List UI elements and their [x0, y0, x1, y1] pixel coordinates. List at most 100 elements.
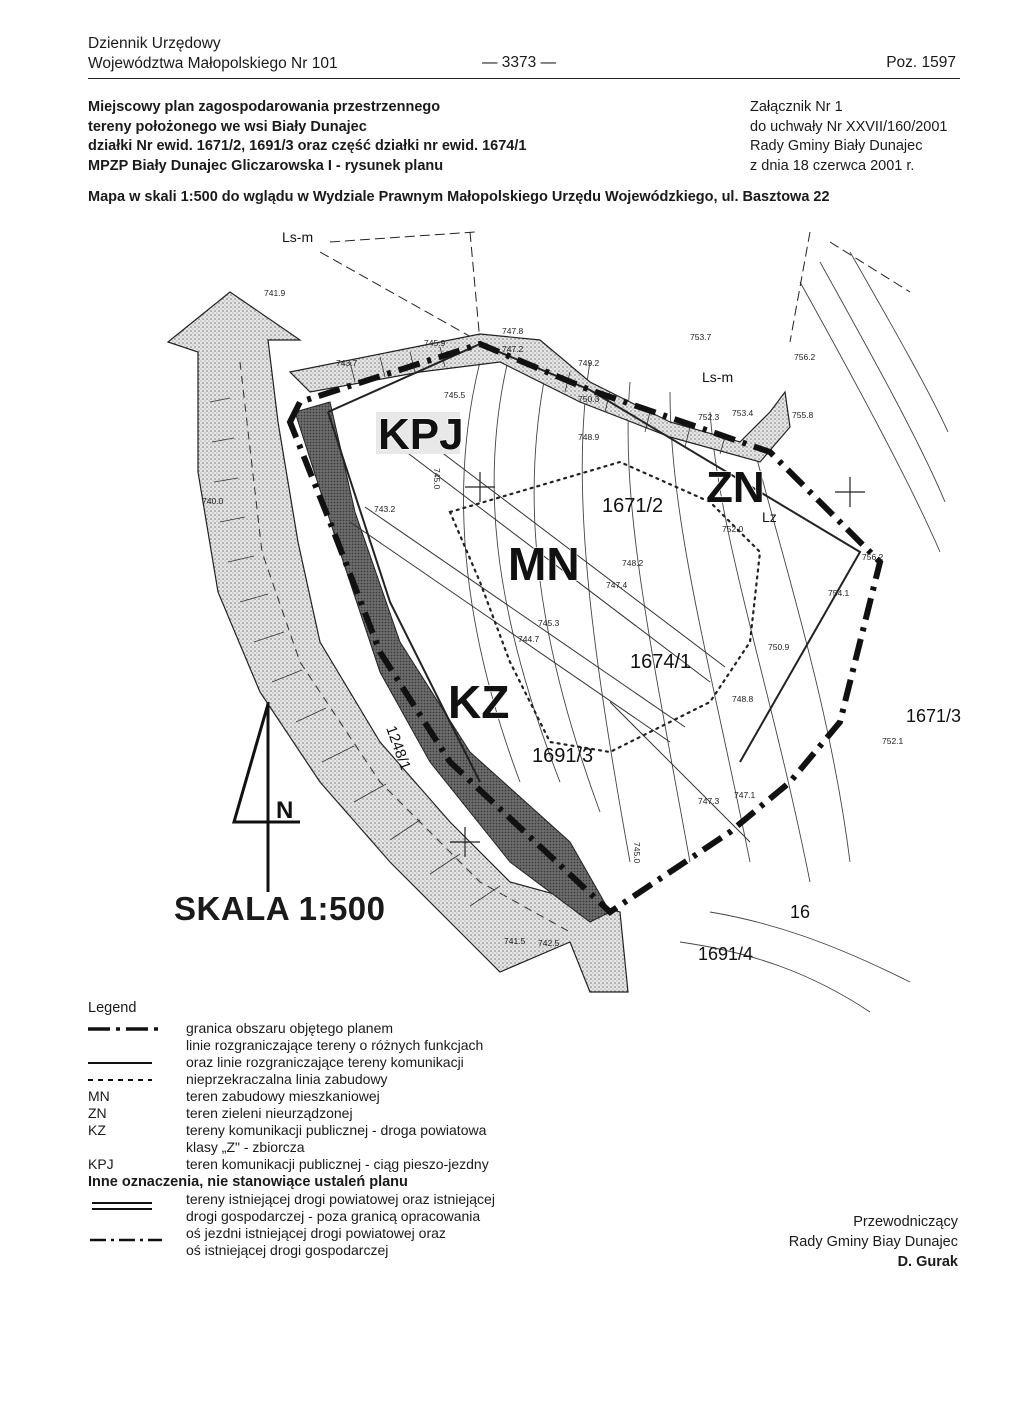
district-road-band: [166, 291, 629, 993]
height-point: 745.9: [424, 338, 446, 348]
height-point: 753.4: [732, 408, 754, 418]
plan-title: Miejscowy plan zagospodarowania przestrz…: [88, 98, 526, 176]
plan-map: KPJ MN ZN KZ 1671/2 1674/1 1691/3 1691/4…: [166, 229, 961, 1013]
legend: Legend granica obszaru objętego planem l…: [88, 1000, 628, 1259]
kpj-label-box: [376, 412, 460, 454]
header-rule: [88, 78, 960, 79]
legend-item-text: linie rozgraniczające tereny o różnych f…: [186, 1037, 484, 1053]
height-point: 741.9: [264, 288, 286, 298]
demarcation-lines: [327, 342, 862, 783]
legend-code: KZ: [88, 1122, 106, 1138]
height-point: 745.0: [432, 468, 442, 490]
map-availability-note: Mapa w skali 1:500 do wglądu w Wydziale …: [88, 189, 830, 205]
inner-strips: [349, 416, 751, 843]
legend-item-text: nieprzekraczalna linia zabudowy: [186, 1071, 388, 1087]
height-point: 745.3: [538, 618, 560, 628]
height-point: 747.4: [606, 580, 628, 590]
plan-title-line: tereny położonego we wsi Biały Dunajec: [88, 118, 367, 135]
legend-item-text: oś jezdni istniejącej drogi powiatowej o…: [186, 1225, 446, 1241]
boundary-line-symbol: [88, 1027, 162, 1031]
height-point: 748.9: [578, 432, 600, 442]
legend-item-text: tereny komunikacji publicznej - droga po…: [186, 1122, 487, 1138]
height-point: 747.2: [502, 344, 524, 354]
existing-road-symbol: [92, 1202, 152, 1210]
legend-code: ZN: [88, 1105, 107, 1121]
journal-issue: Województwa Małopolskiego Nr 101: [88, 55, 338, 72]
parcel-number: 1671/2: [602, 495, 663, 517]
pedestrian-road-band: [288, 333, 791, 463]
parcel-number: 1671/3: [906, 706, 961, 726]
height-point: 749.2: [578, 358, 600, 368]
height-point: 752.0: [722, 524, 744, 534]
legend-item-text: drogi gospodarczej - poza granicą opraco…: [186, 1208, 481, 1224]
legend-item-text: tereny istniejącej drogi powiatowej oraz…: [186, 1191, 495, 1207]
parcel-numbers: 1671/2 1674/1 1691/3 1691/4 1671/3 1248/…: [382, 495, 961, 964]
road-axis-symbol: [90, 1238, 162, 1242]
height-point: 752.3: [698, 412, 720, 422]
north-arrow: N: [232, 702, 300, 892]
height-point: 747.1: [734, 790, 756, 800]
legend-subtitle: Inne oznaczenia, nie stanowiące ustaleń …: [88, 1174, 408, 1190]
annex-line: do uchwały Nr XXVII/160/2001: [750, 118, 948, 135]
height-point: 747.8: [502, 326, 524, 336]
legend-item-text: klasy „Z" - zbiorcza: [186, 1139, 305, 1155]
height-point: 750.3: [578, 394, 600, 404]
signature-role: Przewodniczący: [853, 1214, 958, 1230]
legend-item: granica obszaru objętego planem: [88, 1020, 628, 1037]
legend-item: nieprzekraczalna linia zabudowy: [88, 1071, 628, 1088]
road-hatching: [209, 346, 726, 907]
survey-crosses: [450, 472, 865, 857]
height-point: 748.2: [622, 558, 644, 568]
annex-line: z dnia 18 czerwca 2001 r.: [750, 157, 915, 174]
legend-item: oś jezdni istniejącej drogi powiatowej o…: [88, 1225, 628, 1259]
plan-title-line: Miejscowy plan zagospodarowania przestrz…: [88, 99, 441, 115]
height-point: 743.7: [336, 358, 358, 368]
legend-item: MN teren zabudowy mieszkaniowej: [88, 1088, 628, 1105]
legend-code: KPJ: [88, 1156, 114, 1172]
journal-name: Dziennik Urzędowy: [88, 35, 221, 52]
parcel-number: 16: [790, 902, 810, 922]
height-point: 756.2: [794, 352, 816, 362]
signature-block: Przewodniczący Rady Gminy Biay Dunajec D…: [789, 1212, 958, 1272]
plan-boundary: [286, 340, 884, 916]
signature-name: D. Gurak: [789, 1252, 958, 1272]
zone-label-kz: KZ: [448, 676, 509, 728]
signature-name-text: D. Gurak: [897, 1254, 958, 1270]
zone-label-kpj: KPJ: [378, 410, 464, 459]
height-point: 744.7: [518, 634, 540, 644]
height-point: 756.2: [862, 552, 884, 562]
legend-item: KZ tereny komunikacji publicznej - droga…: [88, 1122, 628, 1156]
annex-line: Rady Gminy Biały Dunajec: [750, 138, 923, 154]
land-use-label: Ls-m: [702, 369, 733, 385]
height-point: 750.9: [768, 642, 790, 652]
building-line-symbol: [88, 1079, 152, 1081]
legend-item-text: teren komunikacji publicznej - ciąg pies…: [186, 1156, 489, 1172]
building-line: [448, 460, 762, 754]
land-use-label: Lz: [762, 509, 777, 525]
height-point: 745.5: [444, 390, 466, 400]
plan-title-line: MPZP Biały Dunajec Gliczarowska I - rysu…: [88, 157, 444, 174]
height-points: 741.9 743.7 745.9 747.8 753.7 756.2 749.…: [202, 288, 904, 948]
legend-item-text: oś istniejącej drogi gospodarczej: [186, 1242, 389, 1258]
height-point: 740.0: [202, 496, 224, 506]
page-number: — 3373 —: [482, 54, 557, 71]
map-scale: SKALA 1:500: [174, 890, 386, 927]
parcel-number: 1674/1: [630, 651, 691, 673]
height-point: 742.5: [538, 938, 560, 948]
zone-label-mn: MN: [508, 538, 580, 590]
legend-code: MN: [88, 1088, 110, 1104]
signature-body: Rady Gminy Biay Dunajec: [788, 1234, 958, 1250]
legend-item-text: oraz linie rozgraniczające tereny komuni…: [186, 1054, 464, 1070]
legend-item-text: teren zabudowy mieszkaniowej: [186, 1088, 380, 1104]
legend-title: Legend: [88, 1000, 137, 1016]
legend-item: linie rozgraniczające tereny o różnych f…: [88, 1037, 628, 1071]
legend-item-text: teren zieleni nieurządzonej: [186, 1105, 353, 1121]
legend-item: tereny istniejącej drogi powiatowej oraz…: [88, 1191, 628, 1225]
height-point: 754.1: [828, 588, 850, 598]
survey-lines: [319, 231, 911, 343]
height-point: 743.2: [374, 504, 396, 514]
legend-item: ZN teren zieleni nieurządzonej: [88, 1105, 628, 1122]
height-point: 752.1: [882, 736, 904, 746]
height-point: 745.0: [632, 842, 642, 864]
annex-info: Załącznik Nr 1 do uchwały Nr XXVII/160/2…: [750, 98, 947, 176]
